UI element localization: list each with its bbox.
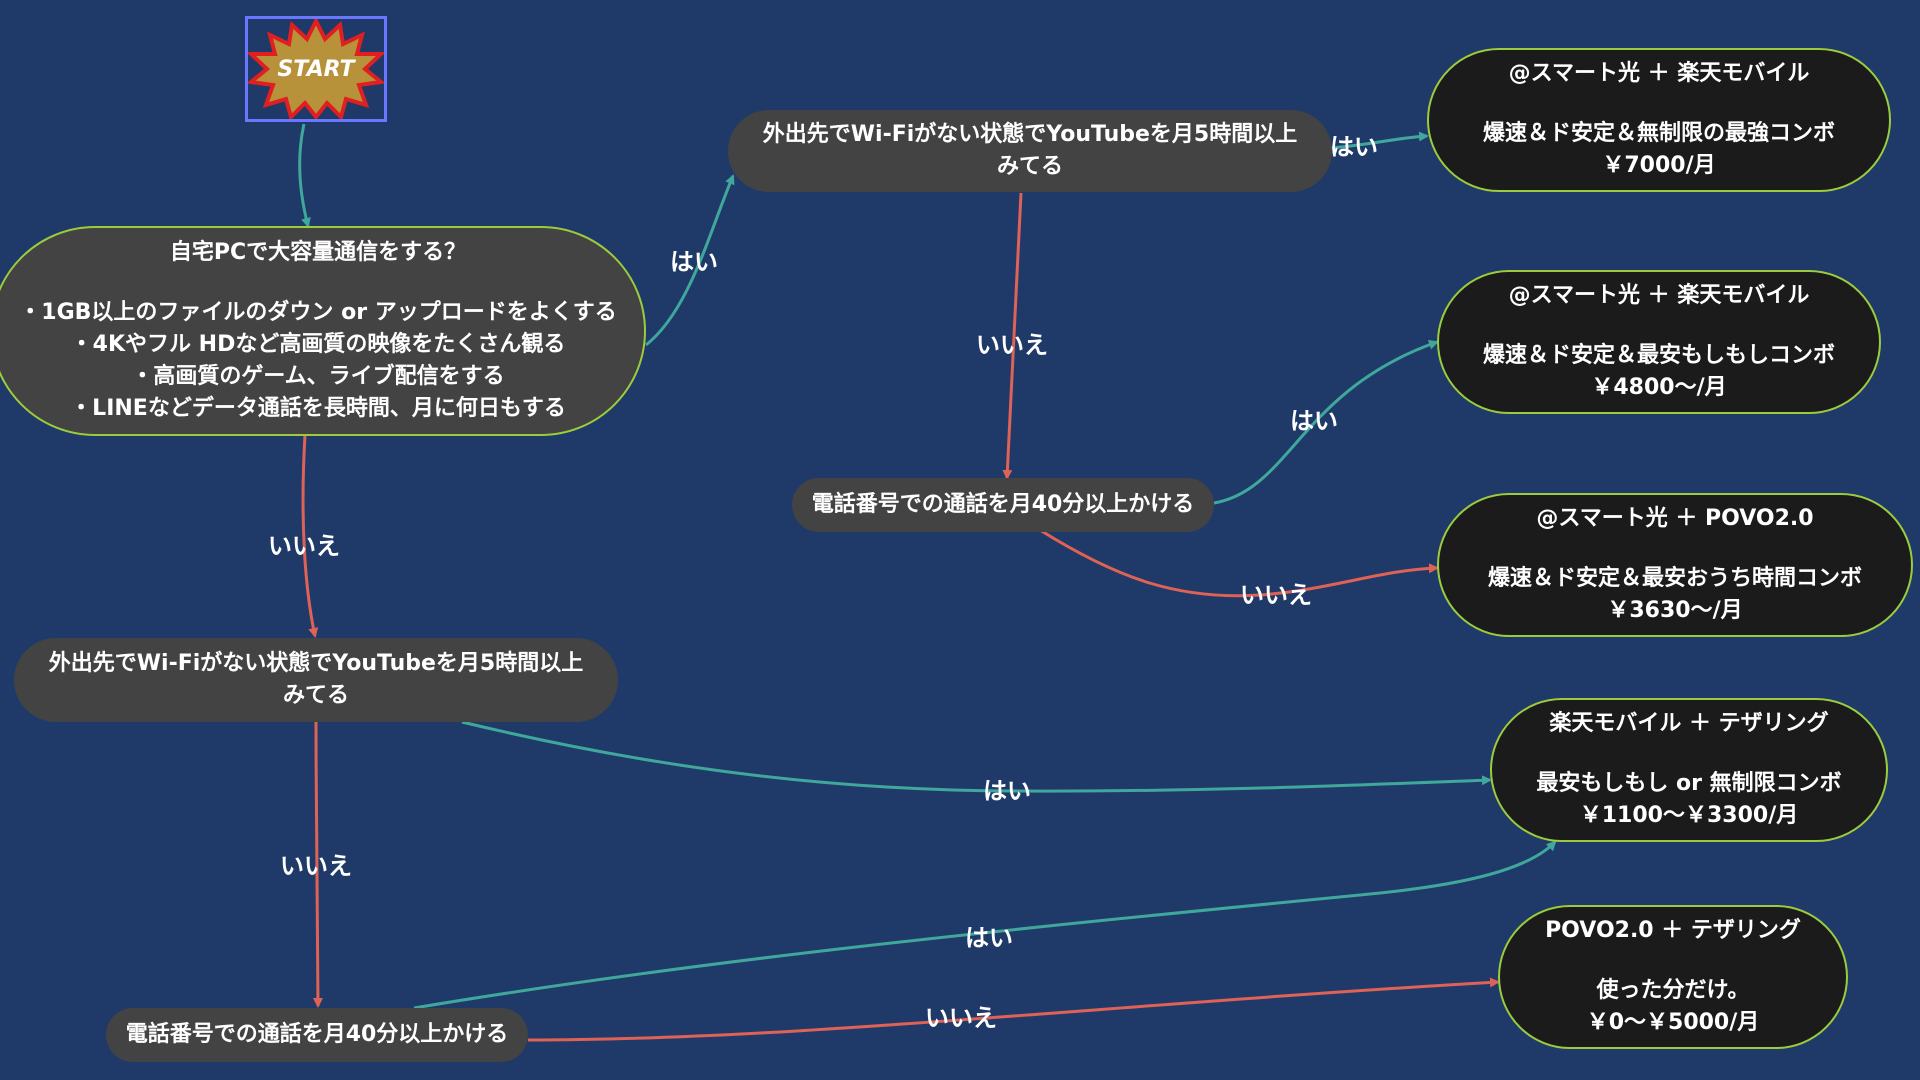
result-rakuten-tethering: 楽天モバイル ＋ テザリング 最安もしもし or 無制限コンボ ￥1100～￥3… bbox=[1490, 698, 1888, 842]
edge-label-q1-no: いいえ bbox=[268, 532, 340, 560]
edge-q1-no bbox=[301, 434, 319, 638]
r2-line-3: 爆速＆ド安定＆最安もしもしコンボ bbox=[1482, 343, 1835, 368]
r5-line-3: 使った分だけ。 bbox=[1596, 978, 1750, 1003]
edge-q2t-yes bbox=[1329, 131, 1429, 150]
edge-label-q3t-no: いいえ bbox=[1240, 581, 1312, 609]
edge-start-to-q1 bbox=[298, 123, 311, 228]
result-povo-tethering: POVO2.0 ＋ テザリング 使った分だけ。 ￥0～￥5000/月 bbox=[1498, 905, 1848, 1049]
question-youtube-outside-top: 外出先でWi-Fiがない状態でYouTubeを月5時間以上 みてる bbox=[728, 110, 1332, 192]
edge-label-q2b-yes: はい bbox=[983, 777, 1031, 805]
r3-price: ￥3630～/月 bbox=[1607, 598, 1743, 623]
q2b-line-2: みてる bbox=[282, 683, 349, 708]
r3-line-1: @スマート光 ＋ POVO2.0 bbox=[1536, 506, 1814, 531]
r1-line-3: 爆速＆ド安定＆無制限の最強コンボ bbox=[1482, 121, 1835, 146]
r1-price: ￥7000/月 bbox=[1602, 153, 1716, 178]
q3b-line-1: 電話番号での通話を月40分以上かける bbox=[125, 1022, 509, 1047]
r1-line-1: @スマート光 ＋ 楽天モバイル bbox=[1508, 61, 1810, 86]
edge-label-q2t-no: いいえ bbox=[976, 331, 1048, 359]
result-smart-hikari-rakuten-calls: @スマート光 ＋ 楽天モバイル 爆速＆ド安定＆最安もしもしコンボ ￥4800～/… bbox=[1437, 270, 1881, 414]
q2t-line-1: 外出先でWi-Fiがない状態でYouTubeを月5時間以上 bbox=[762, 122, 1298, 147]
edge-label-q2t-yes: はい bbox=[1330, 133, 1378, 161]
r5-line-1: POVO2.0 ＋ テザリング bbox=[1545, 918, 1801, 943]
edge-q3t-no bbox=[1039, 528, 1439, 598]
q1-line-title: 自宅PCで大容量通信をする？ bbox=[169, 240, 467, 265]
edge-label-q3b-no: いいえ bbox=[925, 1004, 997, 1032]
edge-label-q3t-yes: はい bbox=[1290, 407, 1338, 435]
question-youtube-outside-bottom: 外出先でWi-Fiがない状態でYouTubeを月5時間以上 みてる bbox=[14, 638, 618, 722]
r2-price: ￥4800～/月 bbox=[1591, 375, 1727, 400]
r2-line-1: @スマート光 ＋ 楽天モバイル bbox=[1508, 283, 1810, 308]
q1-line-3: ・高画質のゲーム、ライブ配信をする bbox=[131, 364, 505, 389]
edge-q1-yes bbox=[645, 174, 735, 347]
r5-price: ￥0～￥5000/月 bbox=[1586, 1010, 1760, 1035]
edge-q3t-yes bbox=[1213, 339, 1439, 505]
result-smart-hikari-rakuten-unlimited: @スマート光 ＋ 楽天モバイル 爆速＆ド安定＆無制限の最強コンボ ￥7000/月 bbox=[1427, 48, 1891, 192]
edge-label-q1-yes: はい bbox=[670, 248, 718, 276]
start-label: START bbox=[277, 56, 355, 82]
question-heavy-home-usage: 自宅PCで大容量通信をする？ ・1GB以上のファイルのダウン or アップロード… bbox=[0, 226, 646, 436]
question-phone-calls-bottom: 電話番号での通話を月40分以上かける bbox=[106, 1008, 528, 1062]
r4-price: ￥1100～￥3300/月 bbox=[1579, 803, 1799, 828]
question-phone-calls-top: 電話番号での通話を月40分以上かける bbox=[792, 478, 1214, 532]
edge-label-q3b-yes: はい bbox=[965, 924, 1013, 952]
start-node: START bbox=[245, 16, 387, 122]
q2t-line-2: みてる bbox=[996, 154, 1063, 179]
r4-line-3: 最安もしもし or 無制限コンボ bbox=[1536, 771, 1842, 796]
edge-q3b-yes bbox=[413, 840, 1557, 1010]
q1-line-1: ・1GB以上のファイルのダウン or アップロードをよくする bbox=[19, 300, 617, 325]
edge-q2b-no bbox=[312, 721, 323, 1008]
q3t-line-1: 電話番号での通話を月40分以上かける bbox=[811, 492, 1195, 517]
r3-line-3: 爆速＆ド安定＆最安おうち時間コンボ bbox=[1487, 566, 1862, 591]
edge-q2t-no bbox=[1002, 192, 1023, 480]
start-burst-icon bbox=[248, 19, 384, 119]
q2b-line-1: 外出先でWi-Fiがない状態でYouTubeを月5時間以上 bbox=[48, 651, 584, 676]
r4-line-1: 楽天モバイル ＋ テザリング bbox=[1549, 711, 1829, 736]
edge-q2b-yes bbox=[461, 720, 1492, 793]
result-smart-hikari-povo: @スマート光 ＋ POVO2.0 爆速＆ド安定＆最安おうち時間コンボ ￥3630… bbox=[1437, 493, 1913, 637]
q1-line-4: ・LINEなどデータ通話を長時間、月に何日もする bbox=[70, 396, 566, 421]
edge-q3b-no bbox=[527, 977, 1500, 1042]
q1-line-2: ・4Kやフル HDなど高画質の映像をたくさん観る bbox=[70, 332, 566, 357]
edge-label-q2b-no: いいえ bbox=[280, 852, 352, 880]
